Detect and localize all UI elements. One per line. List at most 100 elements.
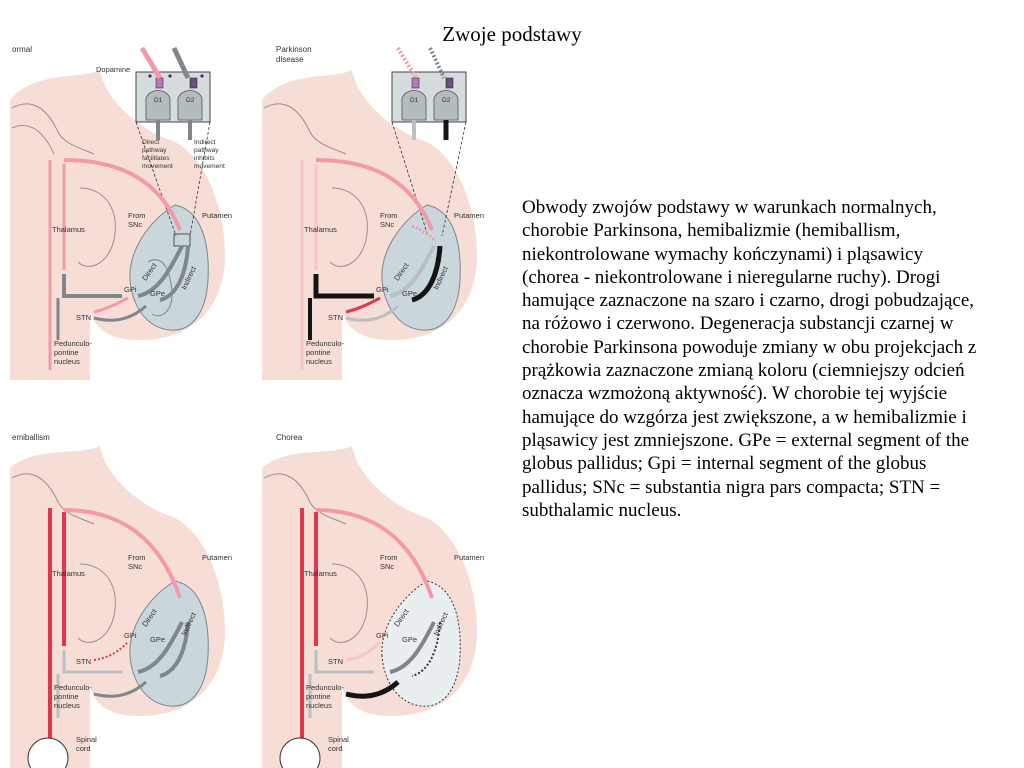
gpe-to-stn-arrow: [345, 680, 400, 699]
ppn-label: nucleus: [54, 701, 80, 710]
panel-chorea: Chorea Thalamus From SNc Putamen Direct …: [262, 428, 512, 768]
indirect-note-line: Indirect: [194, 139, 216, 146]
ppn-label: pontine: [306, 692, 331, 701]
putamen-label: Putamen: [202, 553, 232, 562]
cortex-to-putamen-arrow: [63, 158, 182, 231]
direct-note-line: Direct: [142, 139, 159, 146]
inset-guide-line: [441, 121, 467, 237]
direct-note-line: movement: [142, 163, 173, 170]
cortex-outline: [11, 473, 95, 525]
direct-pathway-arrow: [137, 621, 184, 674]
input-arrow-gray-dotted: [428, 47, 446, 79]
indirect-note-line: pathway: [194, 147, 219, 154]
spinal-cord-section: [27, 737, 69, 768]
spinal-cord-section: [279, 737, 321, 768]
slide-title: Zwoje podstawy: [442, 22, 582, 46]
gpe-to-stn-arrow: [93, 680, 147, 698]
input-arrow-pink-dotted: [396, 46, 418, 80]
input-arrow-gray: [171, 46, 191, 80]
d1-neuron: [401, 90, 427, 121]
cortex-fold: [11, 125, 55, 155]
cortex-outline: [263, 473, 347, 525]
putamen-label: Putamen: [454, 211, 484, 220]
gpi-label: GPi: [376, 285, 389, 294]
d2-receptor: [445, 77, 454, 89]
gpe-label: GPe: [402, 289, 417, 298]
dopamine-dot: [200, 74, 204, 78]
dopamine-dot: [168, 74, 172, 78]
direct-note-line: facilitates: [142, 155, 170, 162]
stn-to-gpi-dotted: [93, 641, 129, 661]
thalamus-label: Thalamus: [52, 569, 85, 578]
indirect-pathway-dotted: [411, 621, 441, 677]
dopamine-label: Dopamine: [96, 65, 130, 74]
ppn-label: pontine: [54, 692, 79, 701]
dopamine-dot: [148, 74, 152, 78]
ppn-label: pontine: [54, 348, 79, 357]
inset-guide-line: [135, 121, 177, 237]
putamen-label: Putamen: [202, 211, 232, 220]
gpi-label: GPi: [376, 631, 389, 640]
thalamus-label: Thalamus: [304, 225, 337, 234]
ppn-label: nucleus: [54, 357, 80, 366]
cortex-outline: [11, 103, 95, 155]
from-label: From: [380, 211, 398, 220]
stn-to-gpi-arrow: [345, 296, 381, 314]
cortex-to-putamen-arrow: [315, 158, 434, 231]
panel-title: Parkinson: [276, 45, 312, 54]
d2-neuron: [433, 90, 459, 121]
description-text: Obwody zwojów podstawy w warunkach norma…: [522, 197, 977, 521]
stn-to-gpi-arrow: [345, 640, 382, 662]
direct-pathway-arrow: [389, 621, 436, 674]
d1-receptor: [155, 77, 164, 89]
spinal-label: Spinal: [76, 735, 97, 744]
panel-title: Chorea: [276, 433, 303, 442]
stn-to-gpi-arrow: [93, 296, 129, 314]
gpe-label: GPe: [402, 635, 417, 644]
from-label: From: [380, 553, 398, 562]
d2-receptor: [189, 77, 198, 89]
gpi-to-thalamus-arrow: [314, 650, 374, 674]
ppn-label: nucleus: [306, 701, 332, 710]
ppn-label: Pedunculo-: [54, 683, 92, 692]
d2-label: D2: [186, 97, 195, 104]
panel-normal: ormal Dopamine D1 D2 Direct pathway faci…: [10, 40, 260, 380]
ppn-label: pontine: [306, 348, 331, 357]
cortex-to-putamen-arrow: [63, 508, 182, 599]
ventricle-outline: [77, 563, 116, 643]
inset-guide-line: [189, 121, 211, 237]
ppn-label: Pedunculo-: [306, 683, 344, 692]
from-label: From: [128, 553, 146, 562]
direct-note-line: pathway: [142, 147, 167, 154]
indirect-pathway-arrow: [159, 621, 190, 678]
input-arrow-pink: [139, 46, 163, 80]
spinal-label: cord: [328, 744, 343, 753]
snc-label: SNc: [380, 562, 394, 571]
ppn-label: Pedunculo-: [54, 339, 92, 348]
d2-label: D2: [442, 97, 451, 104]
indirect-note-line: inhibits: [194, 155, 215, 162]
snc-label: SNc: [128, 220, 142, 229]
d1-neuron: [145, 90, 171, 121]
gpi-label: GPi: [124, 631, 137, 640]
panel-title: ormal: [12, 45, 32, 54]
gpi-label: GPi: [124, 285, 137, 294]
stn-label: STN: [328, 313, 343, 322]
stn-label: STN: [76, 657, 91, 666]
stn-label: STN: [76, 313, 91, 322]
direct-pathway-arrow: [137, 245, 184, 298]
cortex-to-putamen-arrow: [315, 508, 434, 599]
panel-title: emiballism: [12, 433, 50, 442]
thalamus-label: Thalamus: [52, 225, 85, 234]
spinal-label: Spinal: [328, 735, 349, 744]
stn-label: STN: [328, 657, 343, 666]
putamen-label: Putamen: [454, 553, 484, 562]
d1-label: D1: [154, 97, 163, 104]
direct-pathway-arrow: [389, 245, 436, 298]
panel-hemiballism: emiballism Thalamus From SNc Putamen Dir…: [10, 428, 260, 768]
gpe-to-stn-arrow: [93, 304, 147, 322]
ppn-label: nucleus: [306, 357, 332, 366]
gpi-to-thalamus-arrow: [313, 274, 374, 299]
thalamus-label: Thalamus: [304, 569, 337, 578]
snc-label: SNc: [128, 562, 142, 571]
